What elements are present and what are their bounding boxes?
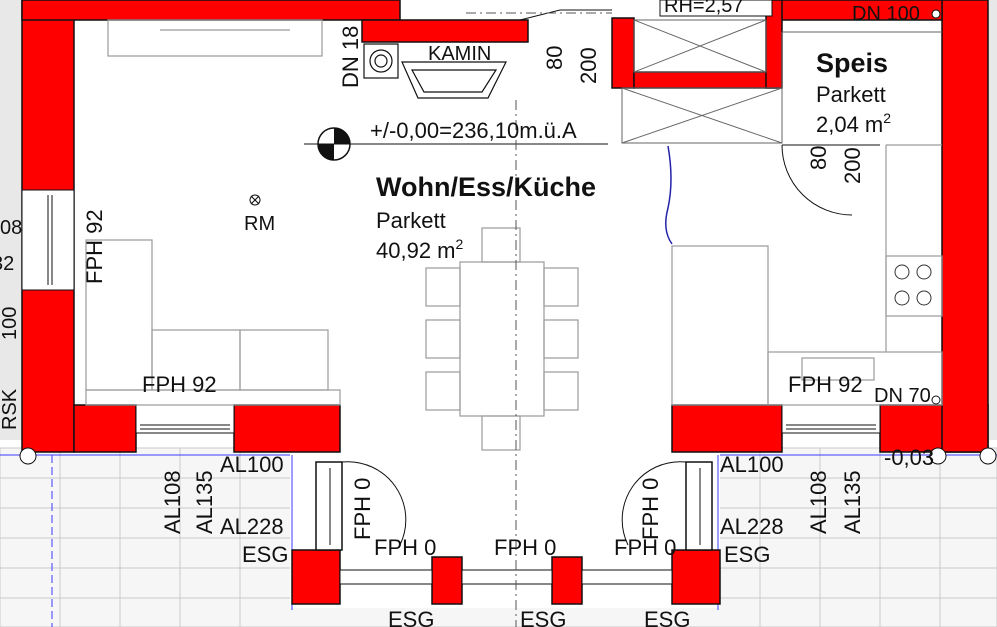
windows bbox=[21, 189, 881, 585]
dn100-label: DN 100 bbox=[852, 3, 920, 25]
dn18-label: DN 18 bbox=[338, 26, 363, 88]
room-outlines bbox=[621, 19, 942, 144]
smoke-detector-icon bbox=[249, 194, 261, 206]
fph92-left-label: FPH 92 bbox=[82, 209, 107, 284]
al108-right-label: AL108 bbox=[806, 470, 831, 534]
edge-label-rsk: RSK bbox=[0, 388, 21, 430]
esg-bottom-1-label: ESG bbox=[388, 607, 434, 627]
fireplace-icon bbox=[363, 43, 507, 99]
room-name-main: Wohn/Ess/Küche bbox=[376, 172, 596, 202]
dn70-label: DN 70 bbox=[874, 385, 931, 407]
exterior-hatch-left bbox=[0, 0, 22, 440]
room-area-pantry-unit: 2 bbox=[883, 110, 891, 126]
fph0-door-left-label: FPH 0 bbox=[350, 478, 375, 540]
room-area-pantry: 2,04 m2 bbox=[816, 110, 891, 137]
level-outside-label: -0,03 bbox=[884, 445, 934, 470]
axis-markers bbox=[19, 9, 997, 465]
blue-sketch-line bbox=[665, 145, 673, 245]
guide-lines bbox=[466, 12, 612, 627]
al108-left-label: AL108 bbox=[160, 470, 185, 534]
fph92-bottom-left-label: FPH 92 bbox=[142, 372, 217, 397]
esg-right-label: ESG bbox=[724, 542, 770, 567]
door-swings bbox=[341, 9, 880, 546]
esg-bottom-2-label: ESG bbox=[520, 607, 566, 627]
fph0-window-1-label: FPH 0 bbox=[374, 535, 436, 560]
room-name-pantry: Speis bbox=[816, 48, 888, 78]
fph0-door-right-label: FPH 0 bbox=[638, 478, 663, 540]
exterior-hatch-right bbox=[988, 0, 997, 440]
door-width-top: 80 bbox=[542, 46, 567, 70]
room-floor-pantry: Parkett bbox=[816, 82, 886, 107]
stove-icon bbox=[894, 264, 932, 306]
furniture bbox=[85, 19, 943, 451]
al100-left-label: AL100 bbox=[220, 452, 284, 477]
edge-label-08: 08 bbox=[0, 217, 22, 239]
esg-left-label: ESG bbox=[242, 542, 288, 567]
level-marker-icon bbox=[304, 127, 608, 161]
edge-label-32: 32 bbox=[0, 253, 14, 275]
al135-right-label: AL135 bbox=[840, 470, 865, 534]
room-area-main: 40,92 m2 bbox=[376, 236, 464, 263]
level-label: +/-0,00=236,10m.ü.A bbox=[370, 118, 577, 143]
door-width-speis: 80 bbox=[806, 146, 831, 170]
al228-right-label: AL228 bbox=[720, 514, 784, 539]
edge-label-100: 100 bbox=[0, 307, 21, 340]
rm-label: RM bbox=[244, 213, 275, 235]
rh-box bbox=[659, 0, 773, 17]
rh-label: RH=2,57 bbox=[664, 0, 744, 17]
esg-bottom-3-label: ESG bbox=[644, 607, 690, 627]
room-area-main-unit: 2 bbox=[456, 236, 464, 252]
al100-right-label: AL100 bbox=[720, 452, 784, 477]
door-height-top: 200 bbox=[576, 47, 601, 84]
room-floor-main: Parkett bbox=[376, 208, 446, 233]
room-floor bbox=[74, 20, 942, 428]
fph0-window-2-label: FPH 0 bbox=[494, 535, 556, 560]
al135-left-label: AL135 bbox=[192, 470, 217, 534]
fph92-right-label: FPH 92 bbox=[788, 372, 863, 397]
fph0-window-3-label: FPH 0 bbox=[614, 535, 676, 560]
kamin-label: KAMIN bbox=[428, 43, 491, 65]
al228-left-label: AL228 bbox=[220, 514, 284, 539]
door-height-speis: 200 bbox=[840, 147, 865, 184]
